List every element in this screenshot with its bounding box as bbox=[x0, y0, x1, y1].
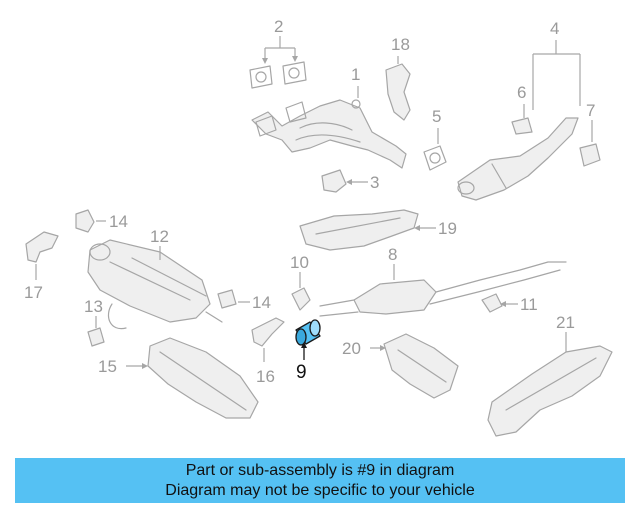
callout-20: 20 bbox=[342, 339, 361, 358]
callout-2: 2 bbox=[274, 17, 283, 36]
callout-13: 13 bbox=[84, 297, 103, 316]
callout-5: 5 bbox=[432, 107, 441, 126]
info-banner: Part or sub-assembly is #9 in diagram Di… bbox=[15, 458, 625, 503]
callout-19: 19 bbox=[438, 219, 457, 238]
callout-3: 3 bbox=[370, 173, 379, 192]
callout-11: 11 bbox=[520, 295, 538, 314]
part-14-hanger-lower[interactable] bbox=[217, 289, 237, 309]
part-2-gaskets[interactable] bbox=[249, 61, 307, 89]
exhaust-system-diagram: 2 18 1 5 3 4 6 7 bbox=[24, 17, 613, 437]
part-11-hanger[interactable] bbox=[481, 293, 503, 313]
part-19-heat-shield[interactable] bbox=[299, 209, 419, 251]
callout-21: 21 bbox=[556, 313, 575, 332]
part-18-heat-shield[interactable] bbox=[385, 63, 411, 121]
part-16-bracket[interactable] bbox=[251, 317, 285, 347]
callout-7: 7 bbox=[586, 101, 595, 120]
part-3-bracket[interactable] bbox=[321, 169, 347, 193]
part-9-clamp[interactable] bbox=[295, 319, 321, 346]
part-17-bracket[interactable] bbox=[25, 231, 59, 263]
part-6-bracket[interactable] bbox=[511, 117, 533, 135]
callout-4: 4 bbox=[550, 19, 559, 38]
part-14-hanger-upper[interactable] bbox=[75, 209, 95, 233]
part-4-front-pipe-converter[interactable] bbox=[457, 117, 579, 201]
callout-18: 18 bbox=[391, 35, 410, 54]
callout-9: 9 bbox=[296, 362, 307, 383]
part-1-exhaust-manifold[interactable] bbox=[251, 99, 407, 169]
part-8-center-pipe[interactable] bbox=[319, 261, 567, 317]
part-10-hanger[interactable] bbox=[291, 287, 311, 311]
part-20-heat-shield[interactable] bbox=[383, 333, 459, 399]
callout-8: 8 bbox=[388, 245, 397, 264]
callout-16: 16 bbox=[256, 367, 275, 386]
part-21-heat-shield[interactable] bbox=[487, 345, 613, 437]
callout-1: 1 bbox=[351, 65, 360, 84]
callout-10: 10 bbox=[290, 253, 309, 272]
part-13-mount[interactable] bbox=[87, 327, 105, 347]
banner-line-2: Diagram may not be specific to your vehi… bbox=[165, 481, 475, 499]
part-5-gasket[interactable] bbox=[423, 145, 447, 171]
callout-14b: 14 bbox=[252, 293, 271, 312]
callout-14a: 14 bbox=[109, 212, 128, 231]
part-12-rear-muffler[interactable] bbox=[87, 239, 223, 330]
part-15-heat-shield[interactable] bbox=[147, 337, 259, 419]
banner-line-1: Part or sub-assembly is #9 in diagram bbox=[185, 461, 455, 479]
callout-17: 17 bbox=[24, 283, 43, 302]
callout-6: 6 bbox=[517, 83, 526, 102]
part-7-mount[interactable] bbox=[579, 143, 601, 167]
callout-12: 12 bbox=[150, 227, 169, 246]
callout-15: 15 bbox=[98, 357, 117, 376]
